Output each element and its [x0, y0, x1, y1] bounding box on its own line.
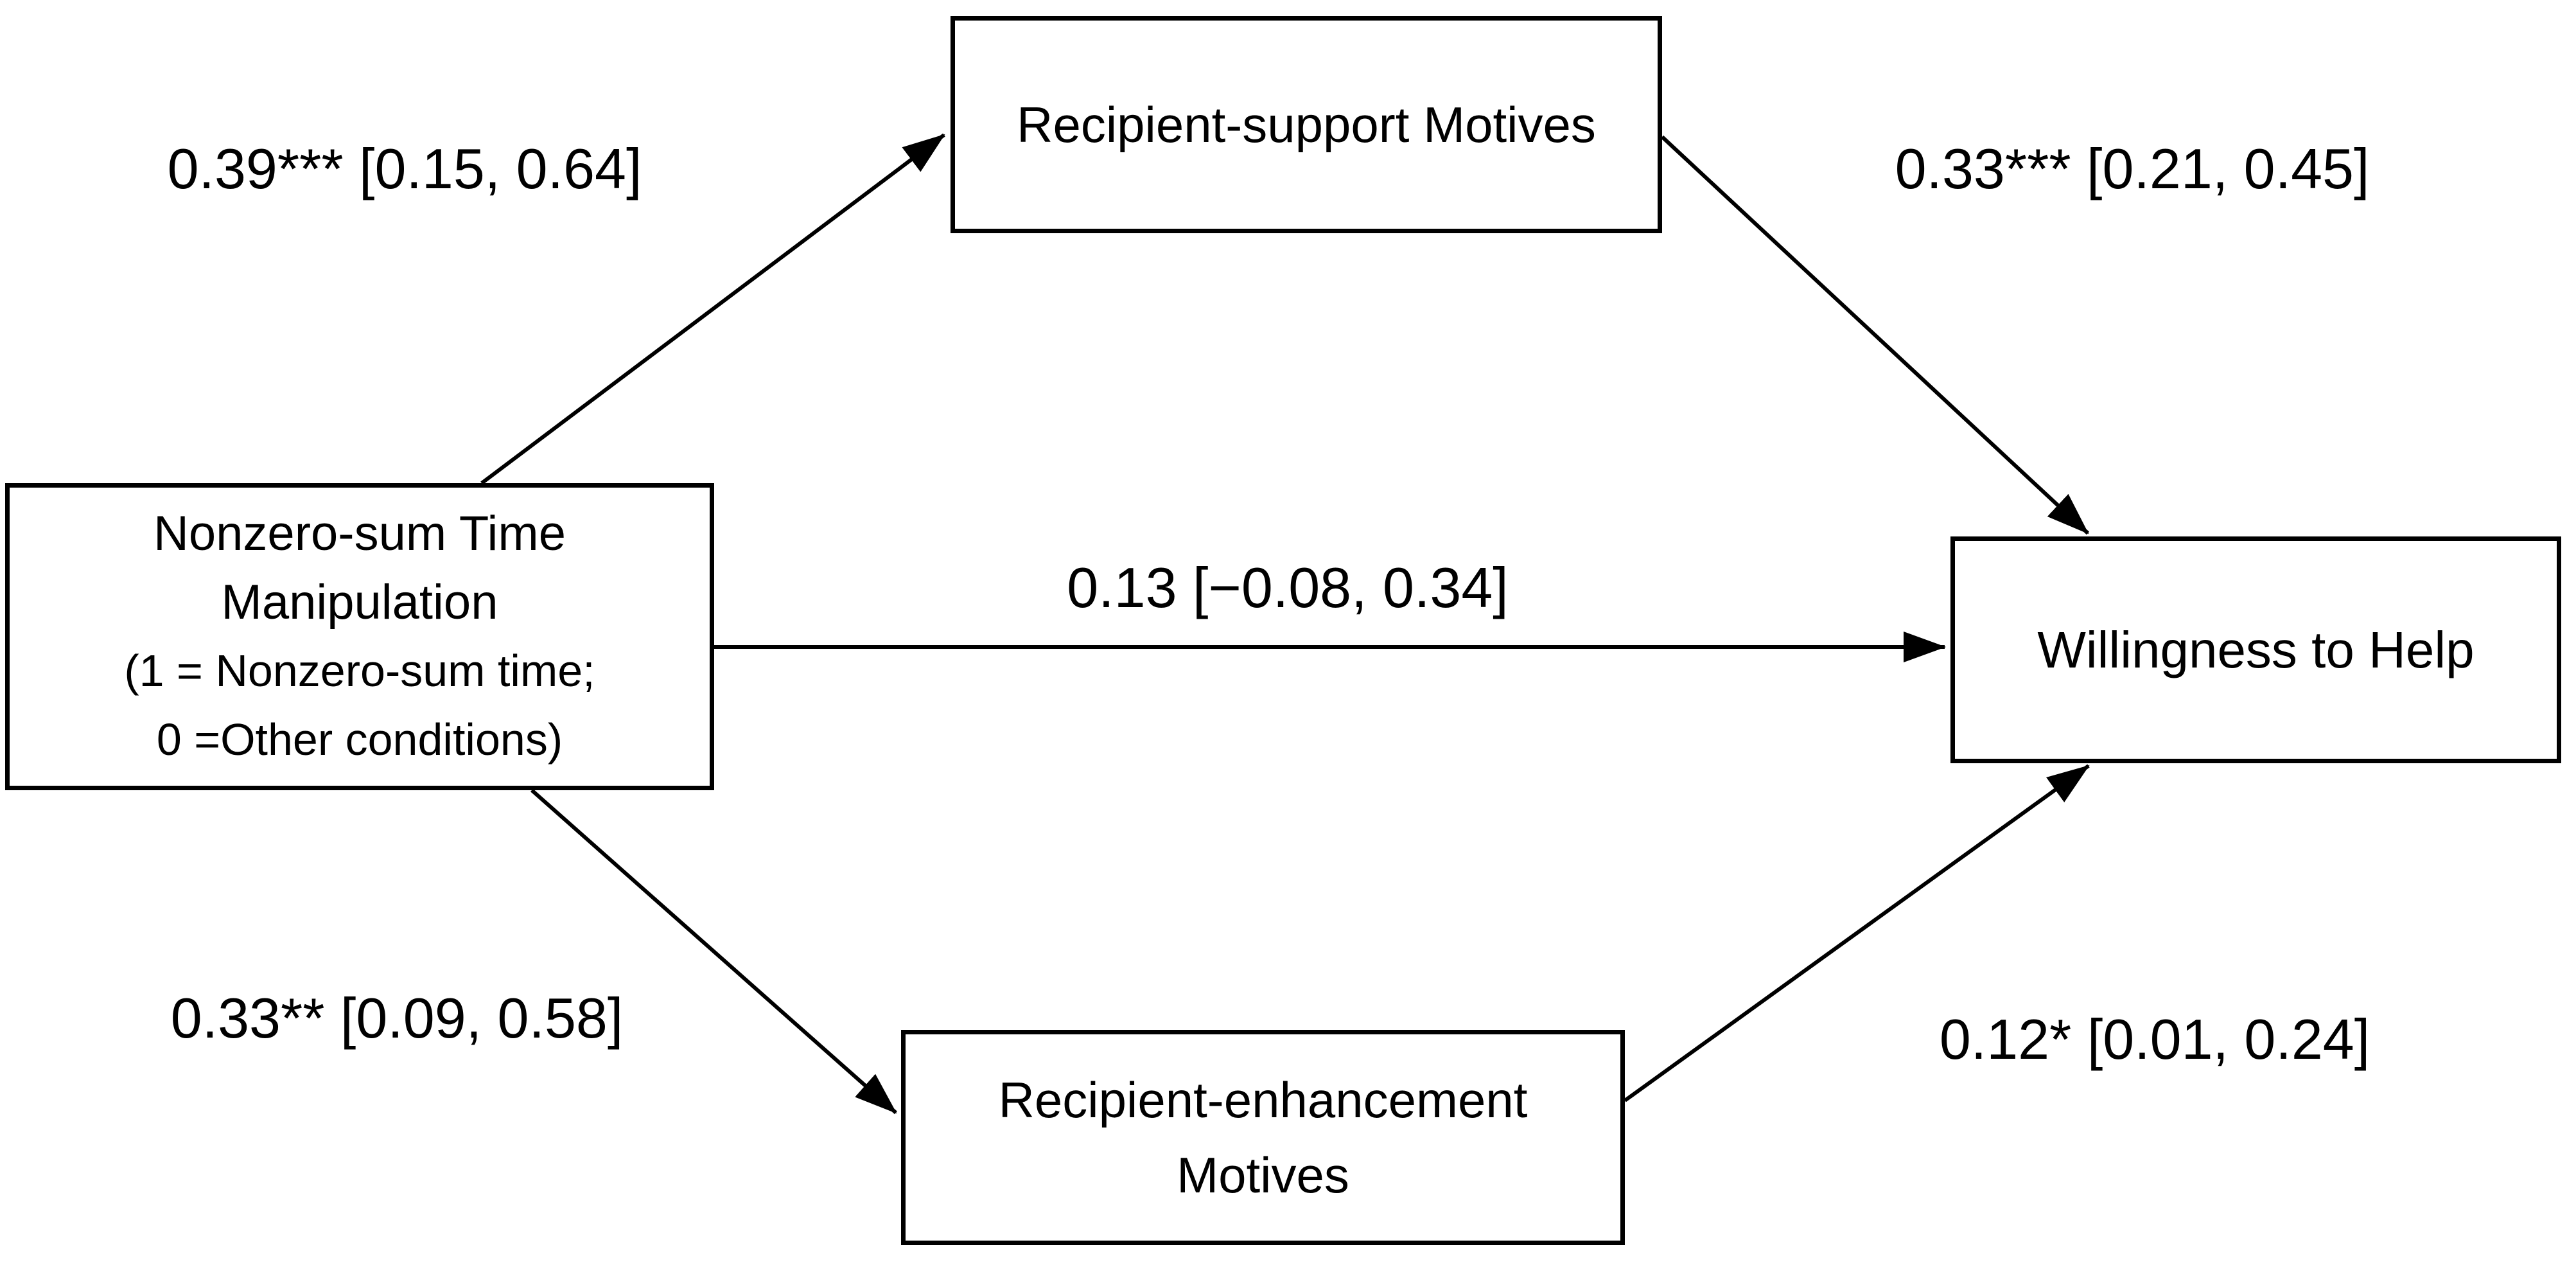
node-exposure-line-1: Nonzero-sum Time: [153, 506, 566, 561]
arrow-enhancement-motives-to-outcome: [1624, 764, 2090, 1102]
node-exposure-nonzero-sum-time-manipulation: Nonzero-sum Time Manipulation (1 = Nonze…: [5, 483, 714, 790]
node-mediator-recipient-support-motives: Recipient-support Motives: [951, 16, 1662, 233]
coefficient-label-a-path-bottom: 0.33** [0.09, 0.58]: [170, 986, 624, 1050]
coefficient-label-a-path-top: 0.39*** [0.15, 0.64]: [167, 137, 642, 200]
node-mediator-recipient-enhancement-motives: Recipient-enhancement Motives: [901, 1030, 1625, 1245]
node-exposure-line-2: Manipulation: [221, 575, 498, 630]
coefficient-label-b-path-bottom: 0.12* [0.01, 0.24]: [1939, 1007, 2370, 1071]
arrow-exposure-to-enhancement-motives: [530, 788, 897, 1115]
node-exposure-line-3: (1 = Nonzero-sum time;: [124, 646, 595, 696]
arrow-support-motives-to-outcome: [1660, 135, 2090, 535]
node-mediator-bottom-line-2: Motives: [1177, 1146, 1349, 1203]
node-outcome-willingness-to-help: Willingness to Help: [1950, 536, 2561, 763]
coefficient-label-b-path-top: 0.33*** [0.21, 0.45]: [1895, 137, 2370, 200]
node-mediator-bottom-line-1: Recipient-enhancement: [998, 1071, 1528, 1128]
node-exposure-line-4: 0 =Other conditions): [156, 714, 563, 765]
coefficient-label-direct-path: 0.13 [−0.08, 0.34]: [1067, 556, 1509, 619]
arrow-exposure-to-support-motives: [480, 133, 945, 485]
node-outcome-label: Willingness to Help: [2037, 621, 2475, 678]
node-mediator-top-label: Recipient-support Motives: [1017, 96, 1596, 153]
